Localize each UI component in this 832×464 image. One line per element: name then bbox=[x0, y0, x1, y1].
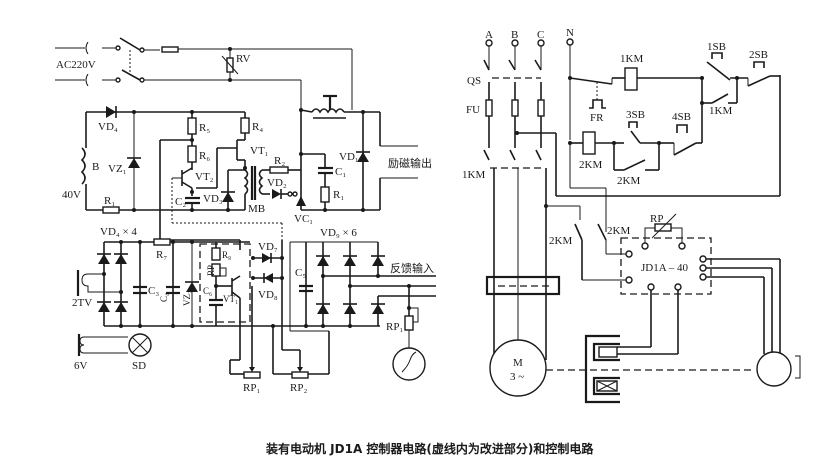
c2-label: C₂ bbox=[175, 196, 186, 208]
r8-label: R₈ bbox=[222, 250, 231, 260]
feedback-input-label: 反馈输入 bbox=[390, 261, 434, 275]
control-section: FR 1KM 1SB 2SB 1KM 2KM 3SB bbox=[544, 41, 781, 355]
improvement-dashed-box bbox=[199, 243, 251, 323]
power-supply-section: VD₄ × 4 2TV C₃ R₇ C₄ VZ₂ R bbox=[72, 226, 380, 394]
vt1-bottom-label: VT₁ bbox=[223, 294, 238, 304]
phase-a-label: A bbox=[485, 29, 493, 41]
vc1-label: VC₁ bbox=[294, 213, 313, 225]
rv-label: RV bbox=[236, 53, 250, 65]
vd2-label: VD₂ bbox=[267, 177, 287, 189]
c4-label: C₄ bbox=[159, 293, 169, 302]
figure-caption: 装有电动机 JD1A 控制器电路(虚线内为改进部分)和控制电路 bbox=[265, 441, 594, 456]
r6-label: R₆ bbox=[199, 150, 210, 162]
ac-input-section: AC220V RV bbox=[55, 37, 353, 110]
clutch-coil-icon bbox=[598, 346, 618, 358]
1sb-label: 1SB bbox=[707, 41, 726, 53]
vd4x4-label: VD₄ × 4 bbox=[100, 226, 137, 238]
c3-label: C₃ bbox=[148, 285, 159, 297]
phase-c-label: C bbox=[537, 29, 544, 41]
mb-label: MB bbox=[248, 203, 265, 215]
tachogenerator-icon bbox=[756, 351, 792, 387]
jd1a-controller-label: JD1A – 40 bbox=[641, 262, 689, 274]
fuse-b-icon bbox=[511, 99, 519, 117]
4sb-label: 4SB bbox=[672, 111, 691, 123]
vd7-label: VD₇ bbox=[258, 241, 278, 253]
sd-label: SD bbox=[132, 360, 146, 372]
current-transformer-icon bbox=[485, 275, 561, 296]
2km-coil-icon bbox=[582, 131, 596, 155]
r4-label: R₄ bbox=[252, 121, 263, 133]
phase-n-label: N bbox=[566, 27, 574, 39]
1km-main-label: 1KM bbox=[462, 169, 485, 181]
1km-coil-label: 1KM bbox=[620, 53, 643, 65]
fr-label: FR bbox=[590, 112, 604, 124]
6v-label: 6V bbox=[74, 360, 88, 372]
fuse-c-icon bbox=[537, 99, 545, 117]
pulse-transformer-icon bbox=[243, 169, 249, 195]
phase-b-label: B bbox=[511, 29, 518, 41]
rp1-left-label: RP₁ bbox=[243, 382, 260, 394]
c1-label: C₁ bbox=[335, 166, 346, 178]
2tv-label: 2TV bbox=[72, 297, 92, 309]
1km-aux-label: 1KM bbox=[709, 105, 732, 117]
reactor-coil-icon bbox=[311, 108, 345, 114]
motor-icon bbox=[489, 339, 547, 397]
main-power-section: A B C N QS FU 1KM bbox=[462, 27, 801, 404]
rp2-label: RP₂ bbox=[290, 382, 307, 394]
excitation-output-section: VD₁ 励磁输出 C₁ R₁ VC₁ bbox=[294, 94, 432, 225]
terminal-a bbox=[485, 39, 493, 47]
3sb-label: 3SB bbox=[626, 109, 645, 121]
rp1-right-label: RP₁ bbox=[386, 321, 403, 333]
motor-phase-label: 3 ~ bbox=[510, 371, 524, 383]
feedback-section: VD₉ × 6 C₅ 反馈输入 RP₁ bbox=[289, 227, 436, 381]
transformer-b-icon bbox=[80, 147, 86, 185]
vz2-label: VZ₂ bbox=[182, 291, 192, 306]
qs-label: QS bbox=[467, 75, 481, 87]
vd3-label: VD₃ bbox=[203, 193, 223, 205]
40v-label: 40V bbox=[62, 189, 81, 201]
fu-label: FU bbox=[466, 104, 480, 116]
2km-right-label: 2KM bbox=[607, 225, 630, 237]
terminal-b bbox=[511, 39, 519, 47]
vt1-top-label: VT₁ bbox=[250, 145, 269, 157]
r1-left-label: R₁ bbox=[104, 195, 115, 207]
vd9x6-label: VD₉ × 6 bbox=[320, 227, 357, 239]
vd8-label: VD₈ bbox=[258, 289, 278, 301]
r7-label: R₇ bbox=[156, 249, 167, 261]
r5-label: R₅ bbox=[199, 122, 210, 134]
r1-right-label: R₁ bbox=[333, 189, 344, 201]
vd1-label: VD₁ bbox=[339, 151, 359, 163]
2km-aux-label: 2KM bbox=[617, 175, 640, 187]
c5-label: C₅ bbox=[295, 267, 306, 279]
b-label: B bbox=[92, 161, 99, 173]
fuse-a-icon bbox=[485, 99, 493, 117]
vt2-label: VT₂ bbox=[195, 171, 214, 183]
terminal-n bbox=[566, 38, 574, 46]
1km-coil-icon bbox=[624, 67, 638, 91]
r2-label: R₂ bbox=[274, 155, 285, 167]
vd4-label: VD₄ bbox=[98, 121, 118, 133]
rp-inner-label: RP bbox=[206, 265, 216, 276]
fuse-icon bbox=[161, 46, 179, 53]
trigger-section: VD₄ B 40V R₁ VZ₁ R₅ R₆ VT₂ bbox=[62, 106, 301, 241]
rp-controller-label: RP bbox=[650, 213, 663, 225]
2km-left-label: 2KM bbox=[549, 235, 572, 247]
terminal-c bbox=[537, 39, 545, 47]
c6-label: C₆ bbox=[203, 286, 212, 296]
motor-label: M bbox=[513, 357, 523, 369]
jd1a-controller-box bbox=[620, 237, 712, 295]
vz1-label: VZ₁ bbox=[108, 163, 127, 175]
2km-coil-label: 2KM bbox=[579, 159, 602, 171]
ac220v-label: AC220V bbox=[56, 59, 96, 71]
2sb-label: 2SB bbox=[749, 49, 768, 61]
excitation-output-label: 励磁输出 bbox=[388, 156, 432, 170]
meter-icon bbox=[392, 347, 426, 381]
